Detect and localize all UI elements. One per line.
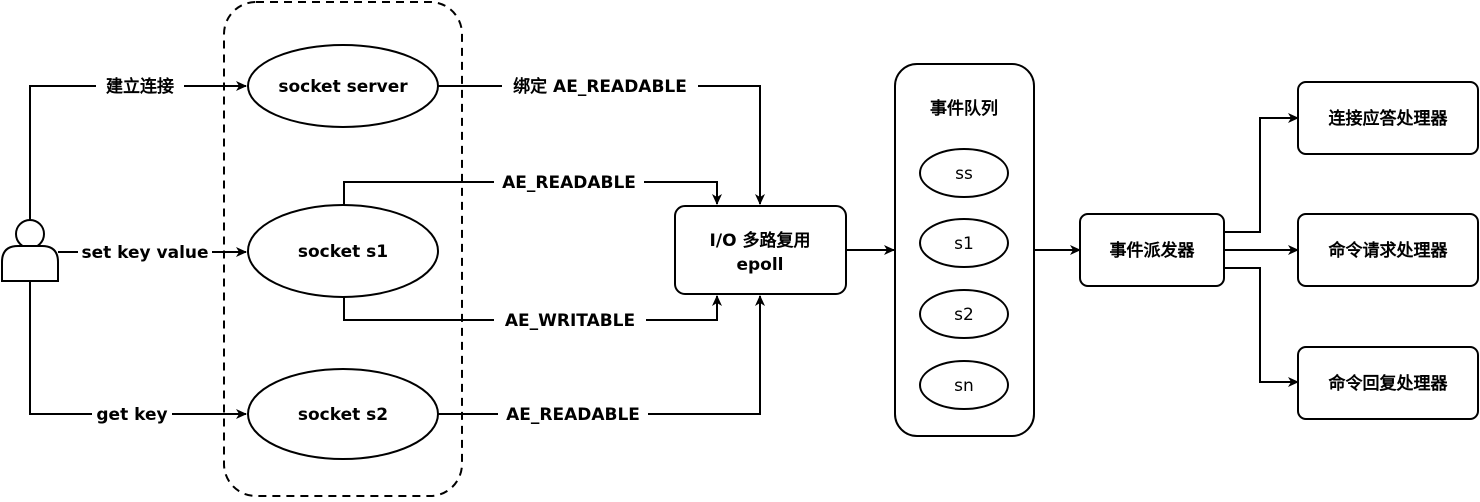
user-icon: [1, 219, 59, 282]
edge-label-bind-readable: 绑定 AE_READABLE: [513, 76, 687, 97]
edge-dispatcher-to-connect-handler: [1224, 113, 1299, 233]
queue-item: ss: [919, 148, 1009, 198]
node-dispatcher-label: 事件派发器: [1110, 240, 1196, 261]
socket-group-dashed-box: [223, 1, 463, 497]
edge-label-s2-readable: AE_READABLE: [506, 405, 640, 425]
node-socket-s2-label: socket s2: [298, 405, 388, 425]
queue-item-label: ss: [955, 164, 973, 184]
node-socket-server: socket server: [247, 44, 439, 128]
node-socket-s1: socket s1: [247, 204, 439, 298]
node-request-handler: 命令请求处理器: [1297, 213, 1479, 287]
edge-label-get: get key: [96, 405, 167, 425]
queue-item-label: sn: [954, 376, 974, 396]
edge-label-connect: 建立连接: [106, 76, 174, 97]
queue-item: sn: [919, 360, 1009, 410]
queue-item: s1: [919, 218, 1009, 268]
node-io-label-line2: epoll: [736, 255, 783, 275]
node-event-queue: 事件队列 ss s1 s2 sn: [894, 63, 1035, 437]
node-reply-handler-label: 命令回复处理器: [1328, 373, 1449, 394]
node-connect-handler: 连接应答处理器: [1297, 81, 1479, 155]
node-io-multiplexing-epoll: I/O 多路复用 epoll: [674, 205, 847, 295]
node-io-label-line1: I/O 多路复用: [710, 230, 811, 251]
edge-get: get key: [29, 281, 247, 426]
node-connect-handler-label: 连接应答处理器: [1329, 108, 1449, 129]
queue-item-label: s2: [954, 305, 974, 325]
edge-s1-readable: AE_READABLE: [343, 170, 722, 205]
node-request-handler-label: 命令请求处理器: [1328, 240, 1449, 261]
edge-dispatcher-to-reply-handler: [1224, 267, 1299, 387]
edge-s1-writable: AE_WRITABLE: [343, 295, 722, 332]
node-socket-server-label: socket server: [278, 77, 408, 97]
queue-item-label: s1: [954, 234, 974, 254]
node-socket-s2: socket s2: [247, 368, 439, 460]
edge-s2-readable: AE_READABLE: [438, 295, 765, 426]
edge-connect: 建立连接: [29, 74, 247, 220]
edge-set: set key value: [58, 240, 247, 264]
node-socket-s1-label: socket s1: [298, 242, 388, 262]
queue-item: s2: [919, 289, 1009, 339]
edge-label-s1-readable: AE_READABLE: [502, 173, 636, 193]
event-queue-title: 事件队列: [930, 98, 998, 119]
node-event-dispatcher: 事件派发器: [1079, 213, 1225, 287]
edge-label-s1-writable: AE_WRITABLE: [505, 311, 635, 331]
edge-label-set: set key value: [81, 243, 208, 263]
edge-bind-readable: 绑定 AE_READABLE: [438, 74, 765, 205]
node-reply-handler: 命令回复处理器: [1297, 346, 1479, 420]
